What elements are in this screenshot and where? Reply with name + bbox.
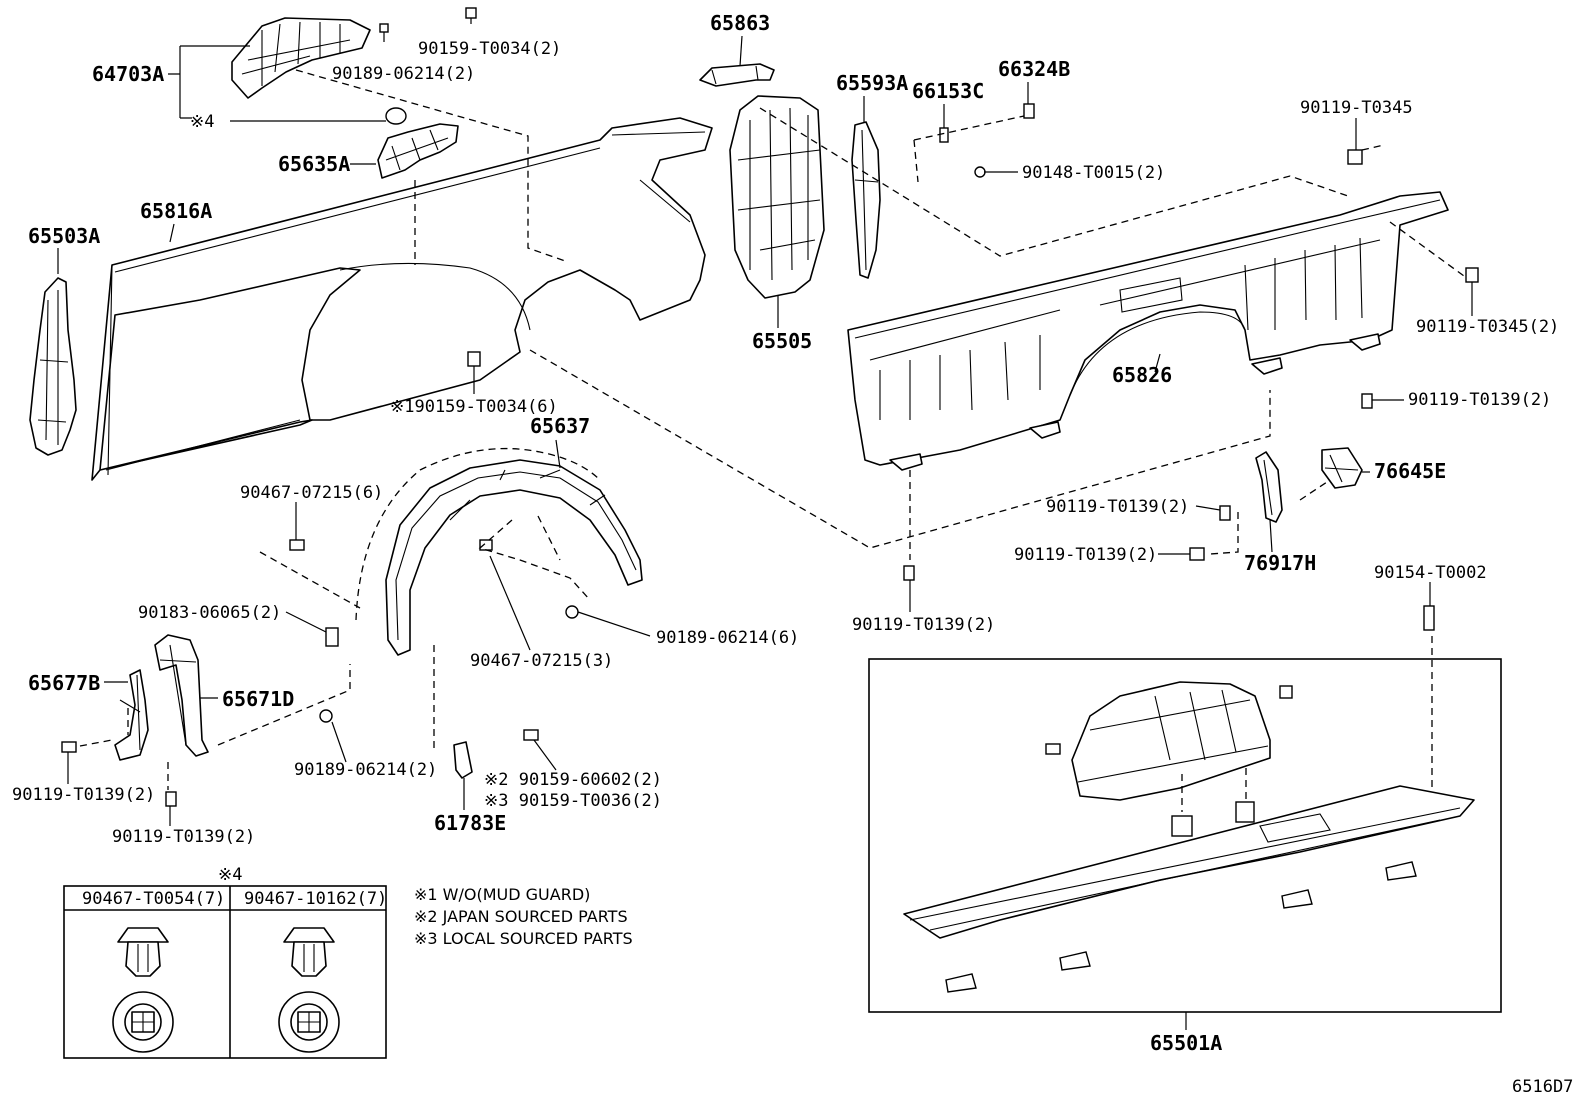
ref4-table-title: ※4 <box>218 865 242 885</box>
assembly-lines <box>79 69 1465 812</box>
label-90189-06214-2-low: 90189-06214(2) <box>294 760 437 780</box>
label-66324B: 66324B <box>998 57 1070 81</box>
ref4-col2-label: 90467-10162(7) <box>244 889 387 909</box>
part-65637-shape <box>385 459 643 656</box>
label-65505: 65505 <box>752 329 812 353</box>
label-66153C: 66153C <box>912 79 984 103</box>
label-65635A: 65635A <box>278 152 350 176</box>
note-1: ※1 W/O(MUD GUARD) <box>414 885 590 904</box>
label-90183-06065-2: 90183-06065(2) <box>138 603 281 623</box>
diagram-code: 6516D7 <box>1512 1077 1573 1097</box>
part-65677B-shape <box>114 669 149 761</box>
ref4-col1-label: 90467-T0054(7) <box>82 889 225 909</box>
label-90119-T0139-2-a: 90119-T0139(2) <box>12 785 155 805</box>
part-65505-shape <box>729 95 825 299</box>
part-76917H-shape <box>1255 451 1283 523</box>
wheel-arch-outline <box>355 447 601 621</box>
note-3: ※3 LOCAL SOURCED PARTS <box>414 929 633 948</box>
part-65635A-shape <box>377 123 459 179</box>
label-61783E: 61783E <box>434 811 506 835</box>
note-2: ※2 JAPAN SOURCED PARTS <box>414 907 628 926</box>
part-65671D-shape <box>154 634 209 757</box>
label-90189-06214-6: 90189-06214(6) <box>656 628 799 648</box>
label-90159-T0034-6: ※190159-T0034(6) <box>390 397 558 417</box>
label-90119-T0139-2-e: 90119-T0139(2) <box>852 615 995 635</box>
part-64703A-shape <box>231 17 371 99</box>
part-65826-shape <box>847 191 1449 471</box>
label-65503A: 65503A <box>28 224 100 248</box>
label-90119-T0139-2-c: 90119-T0139(2) <box>1046 497 1189 517</box>
label-65816A: 65816A <box>140 199 212 223</box>
label-65677B: 65677B <box>28 671 100 695</box>
label-76917H: 76917H <box>1244 551 1316 575</box>
notes: ※1 W/O(MUD GUARD) ※2 JAPAN SOURCED PARTS… <box>414 885 633 948</box>
label-90119-T0139-2-right: 90119-T0139(2) <box>1408 390 1551 410</box>
part-76645E-shape <box>1321 447 1363 489</box>
label-90159-T0036-2: ※3 90159-T0036(2) <box>484 791 662 811</box>
label-65593A: 65593A <box>836 71 908 95</box>
part-61783E-shape <box>453 741 473 779</box>
label-65501A: 65501A <box>1150 1031 1222 1055</box>
label-65826: 65826 <box>1112 363 1172 387</box>
label-65671D: 65671D <box>222 687 294 711</box>
label-90159-60602-2: ※2 90159-60602(2) <box>484 770 662 790</box>
clip-icon-1 <box>112 927 174 1053</box>
label-64703A: 64703A <box>92 62 164 86</box>
label-90159-T0034-2: 90159-T0034(2) <box>418 39 561 59</box>
label-90467-07215-3: 90467-07215(3) <box>470 651 613 671</box>
box-65501A <box>868 658 1502 1013</box>
leader-lines <box>57 35 1473 1030</box>
label-90119-T0139-2-b: 90119-T0139(2) <box>112 827 255 847</box>
part-65816A-shape <box>91 117 713 481</box>
label-65863: 65863 <box>710 11 770 35</box>
part-labels: 64703A 90189-06214(2) 90159-T0034(2) ※4 … <box>12 11 1573 1097</box>
label-65637: 65637 <box>530 414 590 438</box>
label-90189-06214-2-top: 90189-06214(2) <box>332 64 475 84</box>
label-90119-T0139-2-d: 90119-T0139(2) <box>1014 545 1157 565</box>
part-65863-shape <box>699 63 775 87</box>
ref4-table: ※4 90467-T0054(7) 90467-10162(7) <box>63 865 387 1059</box>
part-65593A-shape <box>851 121 881 279</box>
fasteners <box>61 7 1479 807</box>
clip-icon-2 <box>278 927 340 1053</box>
label-90154-T0002: 90154-T0002 <box>1374 563 1487 583</box>
part-65501A-shape <box>903 681 1475 993</box>
label-90467-07215-6: 90467-07215(6) <box>240 483 383 503</box>
label-90119-T0345: 90119-T0345 <box>1300 98 1413 118</box>
label-76645E: 76645E <box>1374 459 1446 483</box>
part-65503A-shape <box>29 277 77 456</box>
label-90119-T0345-2: 90119-T0345(2) <box>1416 317 1559 337</box>
label-ref4-top: ※4 <box>190 112 214 132</box>
label-90148-T0015-2: 90148-T0015(2) <box>1022 163 1165 183</box>
